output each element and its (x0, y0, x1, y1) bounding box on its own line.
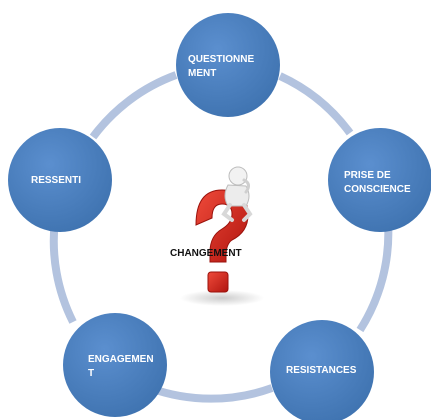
node-engagement-label-1: ENGAGEMEN (88, 354, 154, 365)
node-prise-label-1: PRISE DE (344, 170, 391, 181)
connector-questionnement-prise (278, 72, 354, 136)
node-questionnement-label-2: MENT (188, 68, 216, 79)
node-prise-label-2: CONSCIENCE (344, 184, 411, 195)
question-mark-icon (180, 189, 264, 306)
node-engagement-label-2: T (88, 368, 94, 379)
node-prise-de-conscience: PRISE DE CONSCIENCE (328, 128, 431, 232)
connector-engagement-ressenti (49, 219, 77, 324)
node-engagement: ENGAGEMEN T (63, 313, 167, 417)
node-questionnement: QUESTIONNE MENT (176, 13, 280, 117)
node-ressenti-label: RESSENTI (31, 175, 81, 186)
connector-ressenti-questionnement (89, 71, 178, 140)
node-ressenti: RESSENTI (8, 128, 112, 232)
center-label: CHANGEMENT (170, 248, 242, 259)
node-questionnement-label-1: QUESTIONNE (188, 54, 254, 65)
cycle-ring (49, 71, 393, 403)
thinking-figure-icon (221, 166, 253, 222)
connector-resistances-engagement (148, 384, 274, 403)
node-resistances: RESISTANCES (270, 320, 374, 420)
connector-prise-resistances (356, 221, 393, 333)
node-resistances-label: RESISTANCES (286, 365, 357, 376)
